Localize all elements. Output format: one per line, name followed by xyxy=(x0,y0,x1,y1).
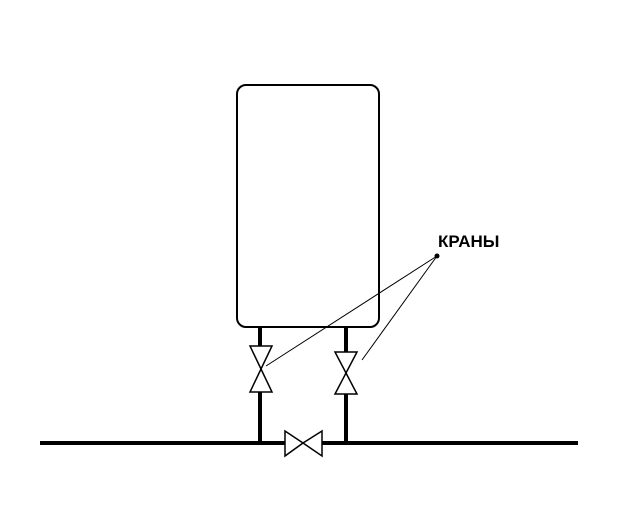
tank xyxy=(236,84,380,328)
right-valve xyxy=(333,351,359,395)
valves-label: КРАНЫ xyxy=(438,232,499,251)
leader-line-left-valve xyxy=(265,255,438,367)
bypass-valve xyxy=(284,429,323,458)
leader-line-right-valve xyxy=(361,255,438,361)
leader-dot xyxy=(434,253,440,259)
left-valve xyxy=(248,345,274,393)
